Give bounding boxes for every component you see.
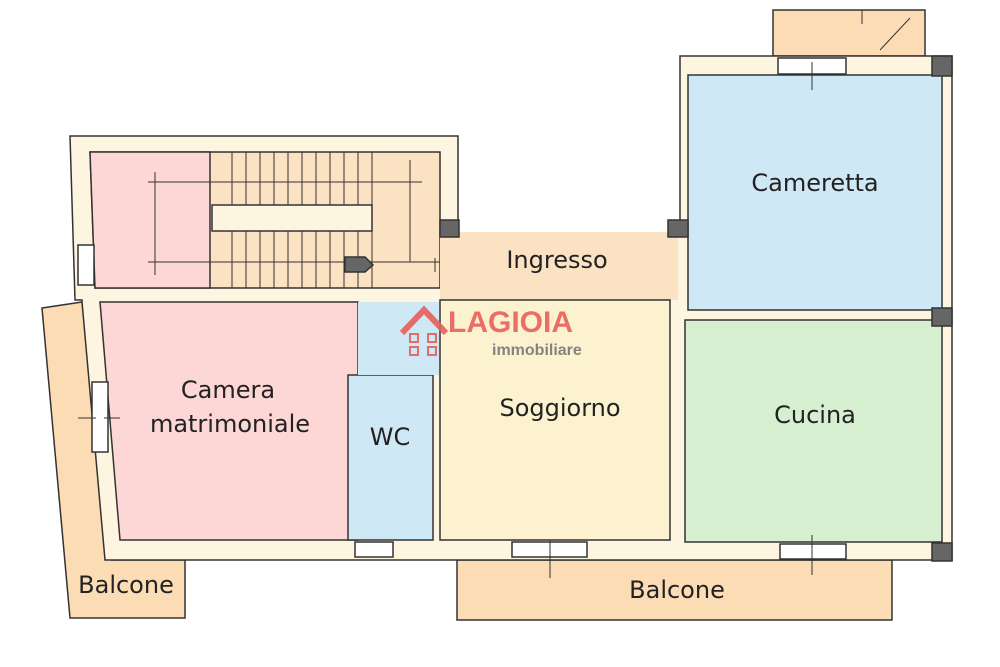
room-soggiorno — [439, 299, 671, 541]
label-balcone-bottom: Balcone — [629, 576, 725, 604]
room-cucina — [684, 319, 943, 543]
logo-tagline: immobiliare — [492, 342, 582, 359]
stair-pink — [89, 151, 211, 289]
balcony-bottom — [456, 559, 893, 621]
label-camera-line1: Camera — [181, 376, 275, 404]
room-ingresso — [440, 232, 678, 300]
balcony-top — [772, 9, 926, 57]
label-ingresso: Ingresso — [506, 246, 607, 274]
room-cameretta — [687, 74, 943, 311]
label-cucina: Cucina — [774, 401, 856, 429]
label-camera-line2: matrimoniale — [150, 410, 310, 438]
logo-name: LAGIOIA — [448, 306, 573, 339]
room-wc — [347, 374, 434, 541]
label-wc: WC — [370, 423, 411, 451]
logo: LAGIOIA immobiliare — [399, 305, 582, 359]
label-balcone-left: Balcone — [78, 571, 174, 599]
label-soggiorno: Soggiorno — [499, 394, 620, 422]
house-icon — [399, 305, 449, 356]
label-cameretta: Cameretta — [751, 169, 878, 197]
